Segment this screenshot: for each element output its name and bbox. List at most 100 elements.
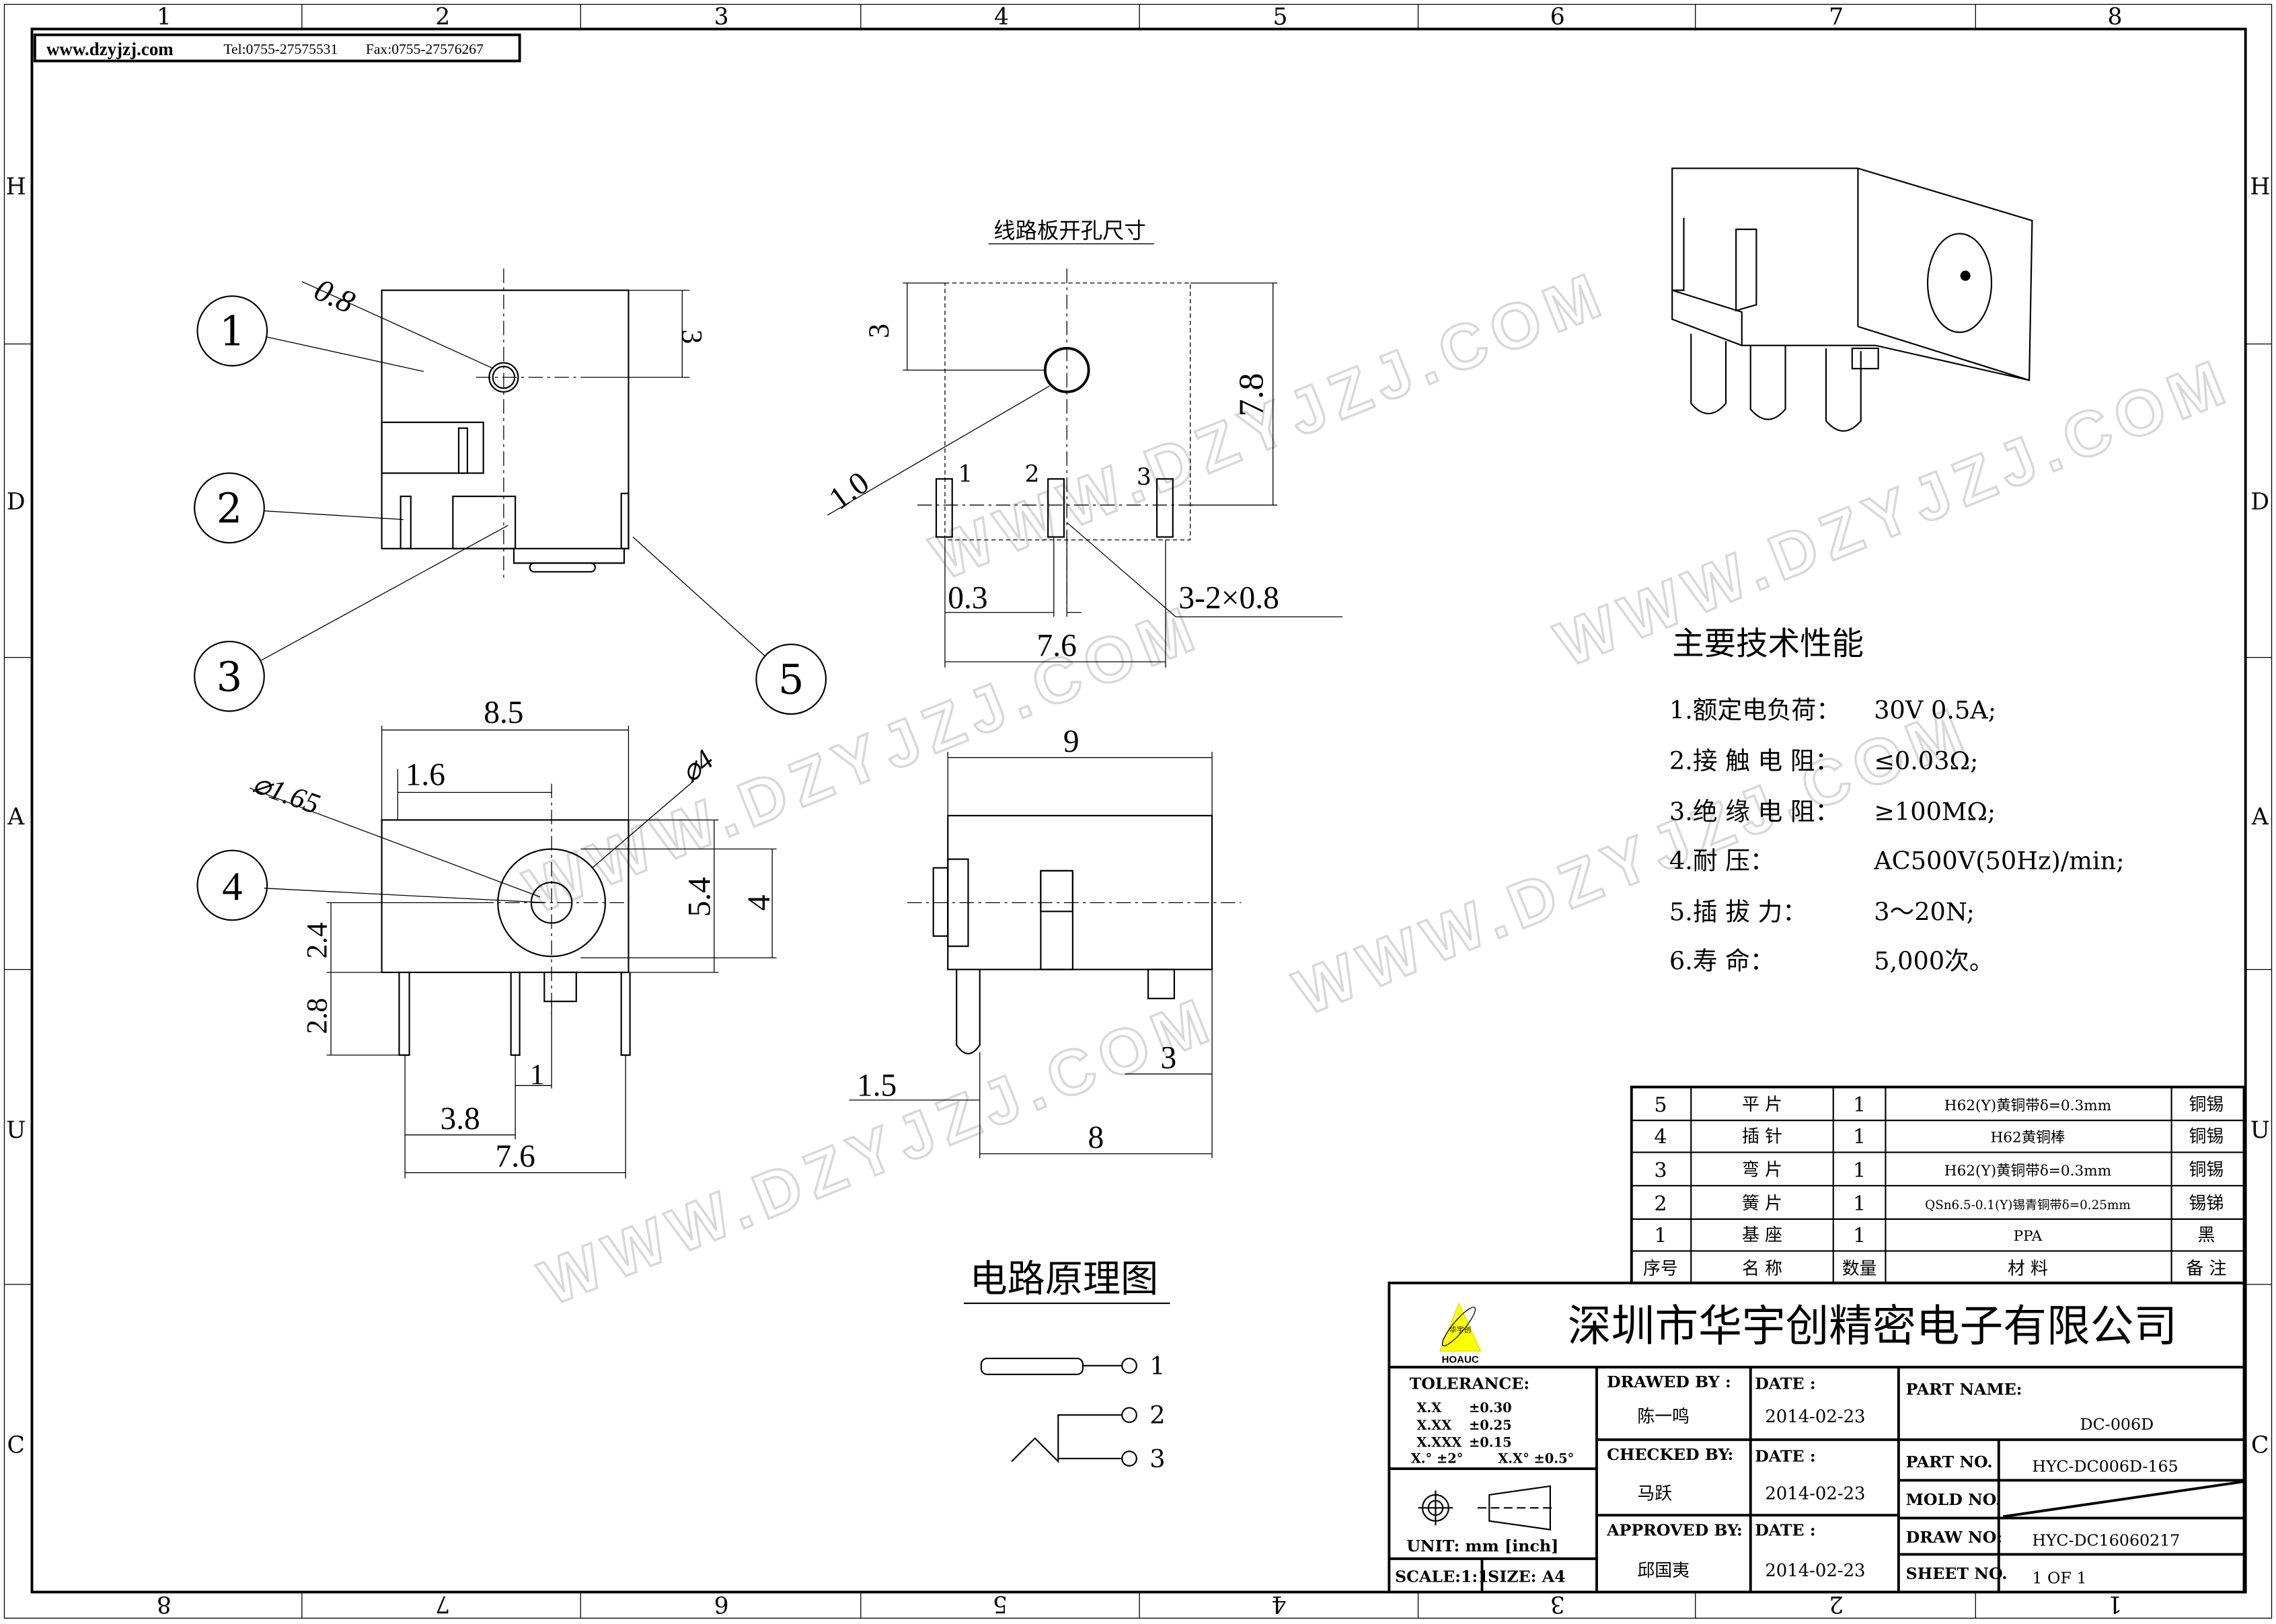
- dim-label: 7.6: [495, 1139, 535, 1174]
- ruler-number: 8: [2107, 4, 2122, 31]
- bom-header-no: 序号: [1643, 1259, 1678, 1279]
- dim-label: 2.8: [302, 998, 334, 1034]
- bom-material: H62(Y)黄铜带δ=0.3mm: [1944, 1163, 2111, 1180]
- header-box: www.dzyjzj.com Tel:0755-27575531 Fax:075…: [33, 33, 521, 63]
- approved-by-label: APPROVED BY:: [1606, 1520, 1743, 1539]
- drawed-by: 陈一鸣: [1637, 1407, 1690, 1427]
- draw-no: HYC-DC16060217: [2032, 1531, 2180, 1549]
- website-link[interactable]: www.dzyjzj.com: [46, 39, 174, 59]
- watermark: WWW.DZYJZJ.COM: [922, 258, 1618, 594]
- date-value: 2014-02-23: [1765, 1483, 1865, 1504]
- ruler-letter: C: [2251, 1432, 2269, 1459]
- ruler-letter: C: [7, 1432, 25, 1459]
- sheet-no-label: SHEET NO.: [1906, 1564, 2008, 1583]
- circuit-schematic: 电路原理图 1 2 3: [964, 1258, 1170, 1473]
- pin-label: 1: [958, 461, 973, 488]
- spec-value: AC500V(50Hz)/min;: [1873, 847, 2124, 876]
- bom-no: 3: [1654, 1159, 1667, 1182]
- company-name: 深圳市华宇创精密电子有限公司: [1568, 1301, 2177, 1352]
- ruler-letter: H: [6, 173, 26, 200]
- approved-by: 邱国夷: [1637, 1561, 1690, 1581]
- spec-value: ≥100MΩ;: [1874, 797, 1996, 826]
- date-value: 2014-02-23: [1765, 1407, 1865, 1427]
- spec-value: 30V 0.5A;: [1874, 695, 1996, 724]
- dim-label: 3.8: [440, 1101, 480, 1136]
- company-logo: 华宇创 HOAUC: [1439, 1302, 1482, 1366]
- bom-note: 铜锡: [2189, 1126, 2224, 1147]
- bom-note: 锡锑: [2189, 1194, 2224, 1214]
- projection-symbol-icon: [1418, 1485, 1556, 1531]
- isometric-view: [1671, 167, 2033, 432]
- dim-label: 9: [1063, 724, 1079, 759]
- bom-no: 4: [1654, 1126, 1667, 1149]
- sheet-no: 1 OF 1: [2032, 1569, 2086, 1588]
- ruler-number: 1: [2107, 1590, 2122, 1617]
- size-label: SIZE: A4: [1488, 1567, 1566, 1586]
- date-label: DATE :: [1755, 1374, 1815, 1393]
- ruler-number: 7: [435, 1590, 450, 1617]
- dim-label: 7.6: [1036, 628, 1076, 663]
- angle-tolerance: X.° ±2°: [1411, 1451, 1464, 1466]
- ruler-number: 7: [1829, 4, 1844, 31]
- draw-no-label: DRAW NO:: [1906, 1528, 2002, 1547]
- ruler-number: 6: [1550, 4, 1565, 31]
- tolerance-value: ±0.15: [1469, 1435, 1512, 1451]
- dim-label: 1.6: [406, 758, 445, 793]
- ruler-number: 5: [993, 1590, 1008, 1617]
- bom-name: 平 片: [1742, 1095, 1782, 1115]
- dim-label: 1: [530, 1059, 545, 1091]
- front-view: 8.5 1.6 ⌀1.65 ⌀4 5.4 4 2.4 2.8 4 1 3.8 7…: [196, 695, 777, 1179]
- dim-label: 3: [1160, 1040, 1176, 1075]
- bom-qty: 1: [1853, 1126, 1866, 1149]
- bom-qty: 1: [1853, 1192, 1866, 1216]
- ruler-number: 3: [714, 4, 729, 31]
- checked-by-label: CHECKED BY:: [1607, 1445, 1733, 1464]
- part-name-label: PART NAME:: [1906, 1380, 2022, 1399]
- dim-label: 4: [742, 895, 777, 911]
- ruler-number: 2: [1829, 1590, 1844, 1617]
- drawed-by-label: DRAWED BY :: [1607, 1372, 1731, 1391]
- dim-label: 8: [1088, 1120, 1104, 1155]
- logo-text: 华宇创: [1449, 1325, 1471, 1334]
- specs-title: 主要技术性能: [1672, 625, 1864, 662]
- dim-label: 3: [675, 330, 707, 344]
- ruler-number: 4: [994, 4, 1009, 31]
- spec-value: ≤0.03Ω;: [1874, 746, 1978, 775]
- tolerance-format: X.XXX: [1416, 1435, 1462, 1451]
- bom-name: 簧 片: [1742, 1194, 1782, 1214]
- bom-no: 5: [1654, 1093, 1667, 1117]
- bom-header-qty: 数量: [1842, 1259, 1877, 1279]
- ruler-letter: U: [2250, 1117, 2270, 1144]
- date-label: DATE :: [1755, 1520, 1815, 1539]
- ruler-number: 8: [157, 1590, 172, 1617]
- bom-name: 基 座: [1742, 1225, 1782, 1245]
- bom-material: H62黄铜棒: [1990, 1129, 2065, 1146]
- ruler-letter: A: [2251, 804, 2269, 830]
- ruler-letter: A: [7, 804, 25, 830]
- checked-by: 马跃: [1637, 1483, 1672, 1504]
- dim-label: 0.3: [948, 580, 987, 615]
- watermark: WWW.DZYJZJ.COM: [1546, 344, 2242, 681]
- bom-note: 铜锡: [2189, 1160, 2224, 1180]
- ruler-number: 2: [435, 4, 450, 31]
- pin-label: 2: [1025, 461, 1040, 488]
- bom-no: 1: [1654, 1224, 1667, 1247]
- watermark: WWW.DZYJZJ.COM: [516, 591, 1211, 927]
- spec-label: 3.绝 缘 电 阻：: [1669, 797, 1839, 826]
- dim-label: 3: [864, 323, 895, 338]
- bom-header-material: 材 料: [2008, 1259, 2048, 1279]
- date-value: 2014-02-23: [1765, 1561, 1865, 1581]
- bom-note: 铜锡: [2189, 1095, 2224, 1115]
- dim-label: 8.5: [484, 695, 523, 730]
- mold-no-label: MOLD NO.: [1906, 1490, 2002, 1509]
- ruler-letter: D: [2250, 489, 2269, 516]
- bom-material: QSn6.5-0.1(Y)锡青铜带δ=0.25mm: [1925, 1198, 2131, 1212]
- balloon-label: 1: [219, 309, 245, 356]
- spec-label: 2.接 触 电 阻：: [1669, 746, 1839, 775]
- bom-qty: 1: [1853, 1093, 1866, 1117]
- spec-label: 6.寿 命：: [1669, 947, 1775, 976]
- bom-note: 黑: [2197, 1225, 2215, 1245]
